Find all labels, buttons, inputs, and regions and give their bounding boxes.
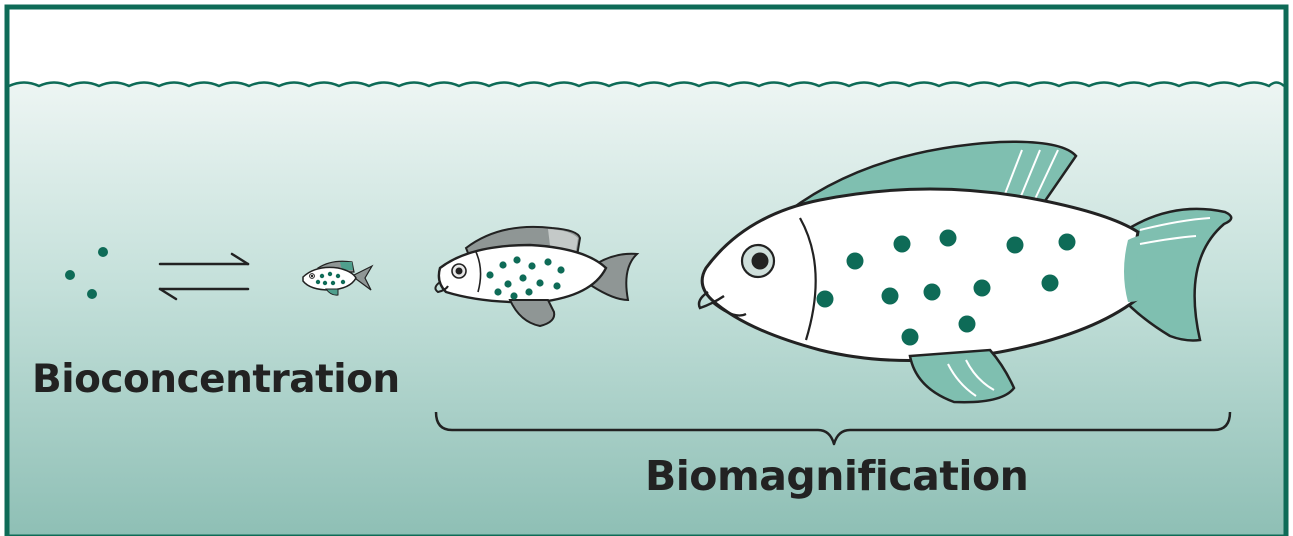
contaminant-dot <box>894 236 911 253</box>
contaminant-dot <box>553 282 560 289</box>
contaminant-dot <box>513 256 520 263</box>
contaminant-dot <box>1059 234 1076 251</box>
contaminant-dot <box>544 258 551 265</box>
contaminant-dot <box>525 288 532 295</box>
contaminant-dot <box>328 272 332 276</box>
contaminant-dot <box>87 289 97 299</box>
contaminant-dot <box>519 274 526 281</box>
contaminant-dot <box>504 280 511 287</box>
large-fish-pupil <box>752 253 769 270</box>
contaminant-dot <box>320 274 324 278</box>
contaminant-dot <box>557 266 564 273</box>
contaminant-dot <box>65 270 75 280</box>
contaminant-dot <box>341 280 345 284</box>
contaminant-dot <box>959 316 976 333</box>
contaminant-dot <box>323 281 327 285</box>
contaminant-dot <box>486 271 493 278</box>
contaminant-dot <box>336 274 340 278</box>
contaminant-dot <box>847 253 864 270</box>
contaminant-dot <box>882 288 899 305</box>
contaminant-dot <box>494 288 501 295</box>
contaminant-dot <box>974 280 991 297</box>
small-fish-pupil <box>311 275 313 277</box>
bioconcentration-label: Bioconcentration <box>32 360 400 399</box>
contaminant-dot <box>817 291 834 308</box>
biomagnification-label: Biomagnification <box>645 456 1028 497</box>
contaminant-dot <box>1042 275 1059 292</box>
contaminant-dot <box>331 281 335 285</box>
medium-fish-pupil <box>456 268 463 275</box>
contaminant-dot <box>98 247 108 257</box>
contaminant-dot <box>940 230 957 247</box>
contaminant-dot <box>536 279 543 286</box>
contaminant-dot <box>499 261 506 268</box>
contaminant-dot <box>528 262 535 269</box>
contaminant-dot <box>924 284 941 301</box>
contaminant-dot <box>1007 237 1024 254</box>
contaminant-dot <box>316 280 320 284</box>
contaminant-dot <box>902 329 919 346</box>
contaminant-dot <box>510 292 517 299</box>
